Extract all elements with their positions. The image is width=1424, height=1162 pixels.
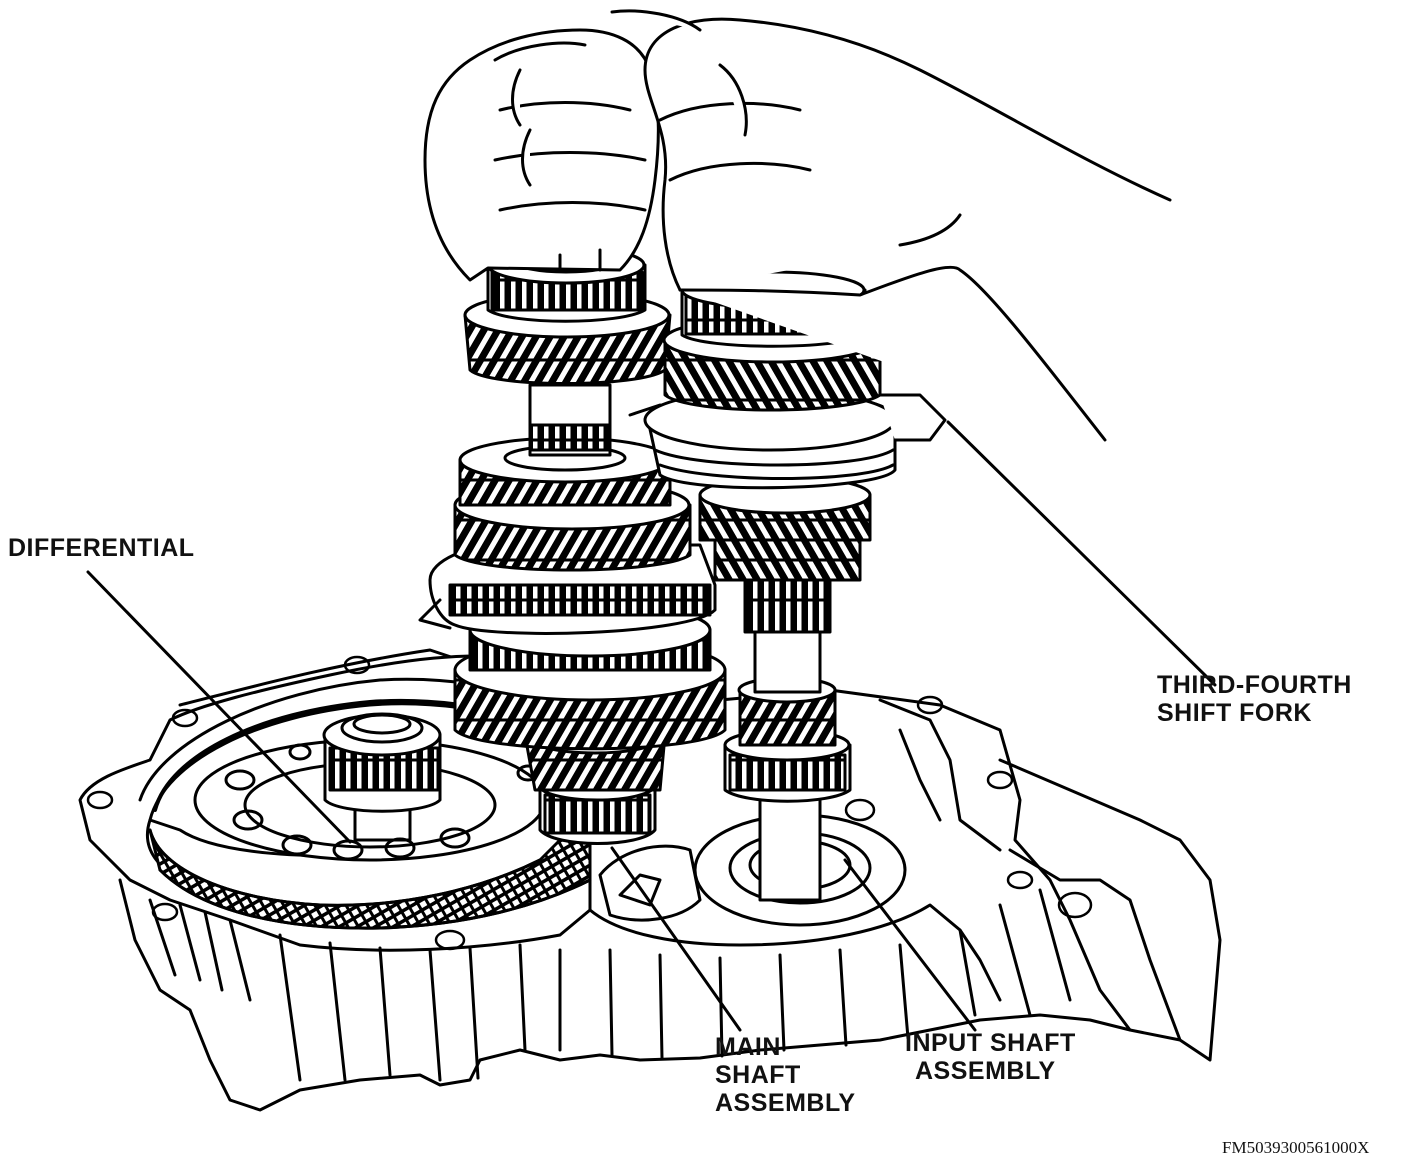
input-shaft-label-line2: ASSEMBLY xyxy=(915,1057,1056,1085)
shift-fork-label-line2: SHIFT FORK xyxy=(1157,699,1312,727)
technician-hands xyxy=(423,9,1172,442)
shift-fork-label-line1: THIRD-FOURTH xyxy=(1157,671,1352,699)
main-shaft-leader xyxy=(610,846,742,1032)
shift-fork-leader xyxy=(946,420,1217,687)
input-shaft-leader xyxy=(843,858,977,1032)
differential-leader xyxy=(86,570,352,844)
differential xyxy=(138,677,592,930)
main-shaft-label-line3: ASSEMBLY xyxy=(715,1089,856,1117)
main-shaft-label-line2: SHAFT xyxy=(715,1061,801,1089)
leader-lines xyxy=(86,420,1217,1032)
input-shaft-label-line1: INPUT SHAFT xyxy=(905,1029,1076,1057)
differential-label: DIFFERENTIAL xyxy=(8,534,195,562)
figure-code: FM5039300561000X xyxy=(1222,1138,1370,1157)
main-shaft-label-line1: MAIN xyxy=(715,1033,781,1061)
